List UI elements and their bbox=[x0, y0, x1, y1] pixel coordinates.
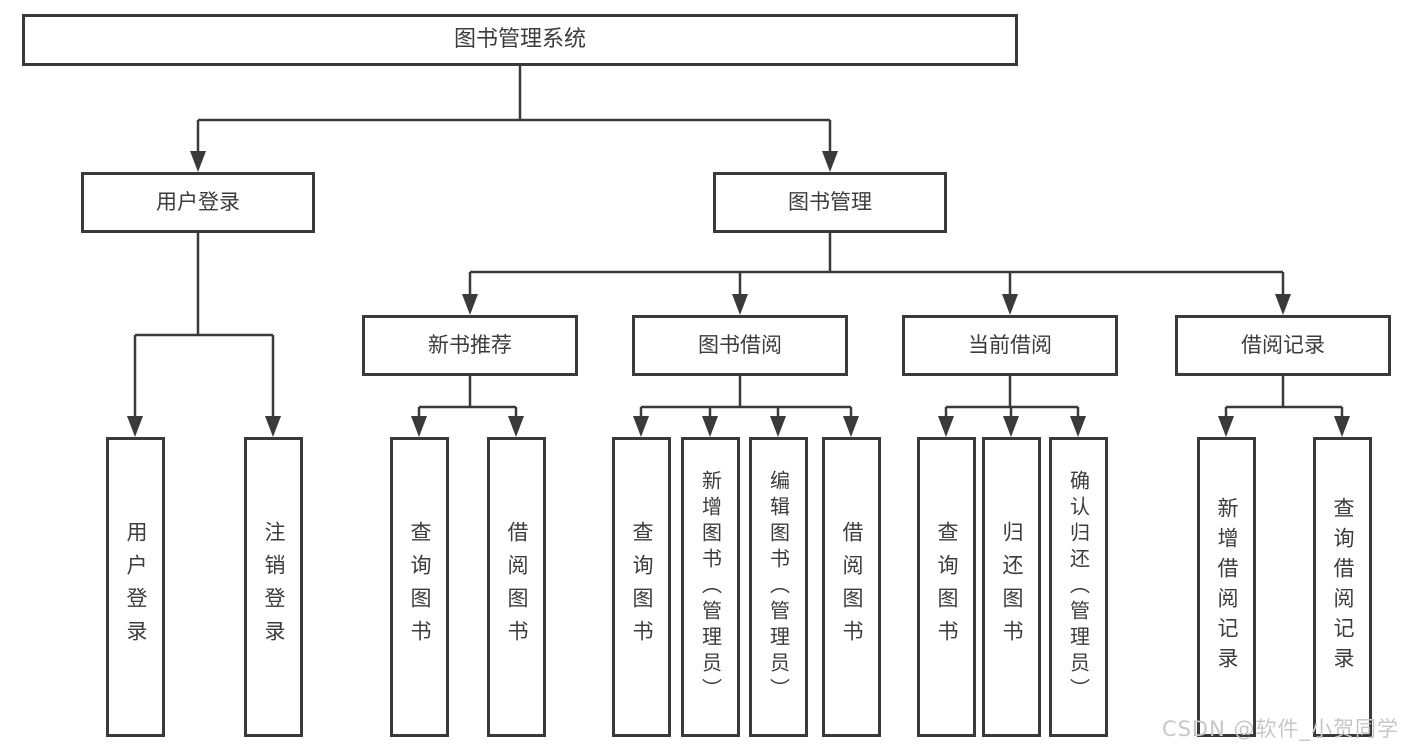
leaf-recommend-query-books-label: 查询图书 bbox=[408, 521, 432, 653]
node-borrowing-records: 借阅记录 bbox=[1175, 315, 1391, 376]
node-user-login: 用户登录 bbox=[81, 172, 315, 233]
leaf-current-query-books-label: 查询图书 bbox=[935, 521, 959, 653]
leaf-borrow-borrow-books: 借阅图书 bbox=[822, 437, 881, 737]
leaf-records-add-record-label: 新增借阅记录 bbox=[1215, 497, 1239, 677]
leaf-logout-label: 注销登录 bbox=[262, 521, 286, 653]
leaf-borrow-edit-books-admin-label: 编辑图书（管理员） bbox=[766, 470, 791, 704]
leaf-borrow-edit-books-admin: 编辑图书（管理员） bbox=[749, 437, 808, 737]
node-book-borrowing: 图书借阅 bbox=[632, 315, 848, 376]
leaf-recommend-query-books: 查询图书 bbox=[390, 437, 449, 737]
leaf-borrow-add-books-admin-label: 新增图书（管理员） bbox=[698, 470, 723, 704]
node-new-book-recommend: 新书推荐 bbox=[362, 315, 578, 376]
leaf-current-return-books-label: 归还图书 bbox=[1000, 521, 1024, 653]
node-book-management: 图书管理 bbox=[713, 172, 947, 233]
leaf-recommend-borrow-books-label: 借阅图书 bbox=[505, 521, 529, 653]
leaf-records-query-record: 查询借阅记录 bbox=[1313, 437, 1372, 737]
leaf-recommend-borrow-books: 借阅图书 bbox=[487, 437, 546, 737]
leaf-current-confirm-return-admin: 确认归还（管理员） bbox=[1049, 437, 1108, 737]
leaf-current-query-books: 查询图书 bbox=[917, 437, 976, 737]
leaf-logout: 注销登录 bbox=[244, 437, 303, 737]
leaf-borrow-add-books-admin: 新增图书（管理员） bbox=[681, 437, 740, 737]
node-current-borrowing: 当前借阅 bbox=[902, 315, 1118, 376]
leaf-borrow-query-books: 查询图书 bbox=[612, 437, 671, 737]
leaf-borrow-query-books-label: 查询图书 bbox=[630, 521, 654, 653]
leaf-user-login-label: 用户登录 bbox=[124, 521, 148, 653]
leaf-current-confirm-return-admin-label: 确认归还（管理员） bbox=[1066, 470, 1091, 704]
leaf-current-return-books: 归还图书 bbox=[982, 437, 1041, 737]
csdn-watermark: CSDN @软件_小贺同学 bbox=[1161, 717, 1399, 741]
leaf-records-query-record-label: 查询借阅记录 bbox=[1331, 497, 1355, 677]
node-root-library-system: 图书管理系统 bbox=[22, 14, 1018, 66]
leaf-user-login: 用户登录 bbox=[106, 437, 165, 737]
leaf-records-add-record: 新增借阅记录 bbox=[1197, 437, 1256, 737]
leaf-borrow-borrow-books-label: 借阅图书 bbox=[840, 521, 864, 653]
